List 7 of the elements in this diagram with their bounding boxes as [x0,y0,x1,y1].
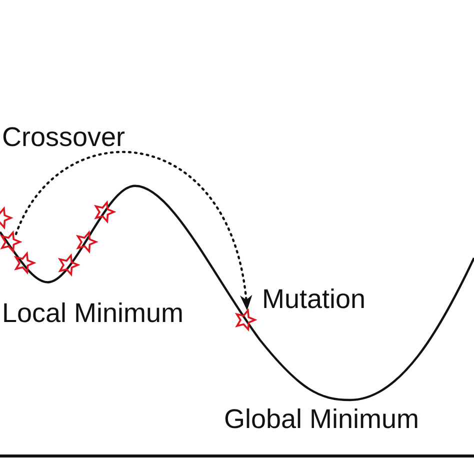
star-marker [235,310,255,330]
text-label: Crossover [2,124,126,151]
dotted-arrow [14,150,252,311]
text-label: Mutation [262,286,366,313]
text-label: Local Minimum [2,300,184,327]
star-marker [0,232,20,252]
text-label: Global Minimum [224,406,420,433]
